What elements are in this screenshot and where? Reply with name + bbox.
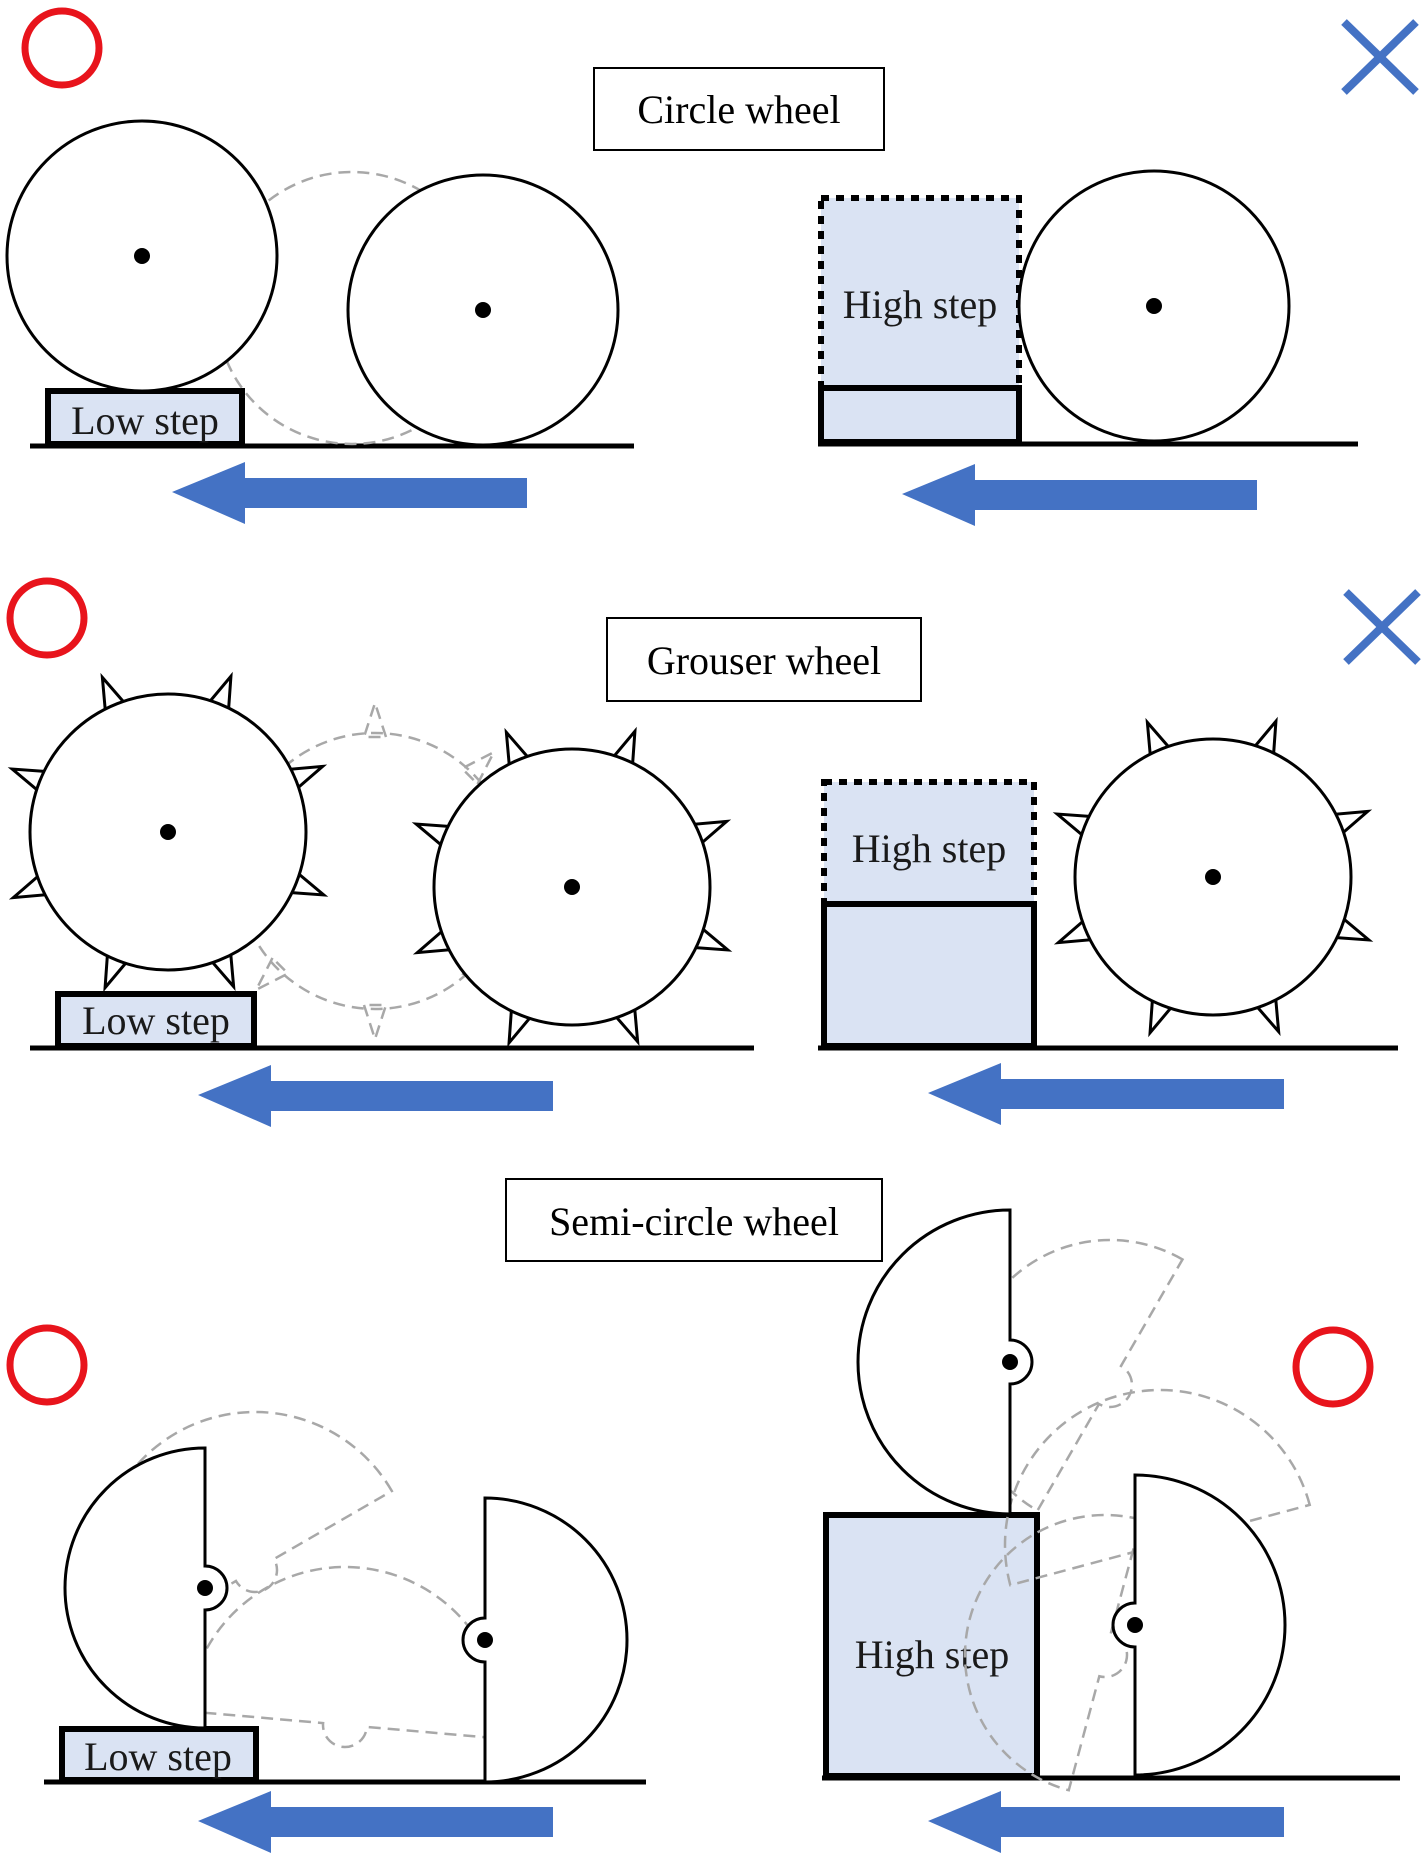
low-step-label: Low step — [82, 998, 230, 1043]
high-step-label: High step — [852, 826, 1006, 871]
hub-dot — [475, 302, 491, 318]
title-box — [593, 67, 885, 151]
semi-circle-body — [963, 1513, 1143, 1792]
semi-circle-body — [63, 1446, 229, 1730]
circle-wheel-section: Circle wheel Low step High step — [5, 7, 1419, 526]
grouser-wheel-approaching — [411, 726, 733, 1048]
ghost-semi-circle-wheel — [963, 1238, 1185, 1513]
semi-circle-body — [1111, 1473, 1287, 1777]
hub-dot — [564, 879, 580, 895]
ghost-semi-circle-wheel — [963, 1513, 1143, 1792]
hub-dot — [1146, 298, 1162, 314]
ok-circle-icon — [6, 1324, 88, 1406]
grouser-wheel-on-step — [7, 671, 329, 993]
grouser-spike — [362, 698, 388, 739]
grouser-spike — [253, 955, 291, 993]
low-step-box — [59, 1726, 259, 1783]
semi-circle-body — [186, 1565, 505, 1749]
left-arrow-icon — [928, 1791, 1284, 1853]
semi-circle-body — [856, 1208, 1034, 1516]
left-arrow-icon — [928, 1063, 1284, 1125]
hub-dot — [477, 1632, 493, 1648]
ghost-semi-circle-wheel — [186, 1565, 505, 1749]
ng-cross-icon — [1343, 589, 1421, 665]
high-step-label: High step — [843, 282, 997, 327]
low-step-box — [821, 901, 1037, 1049]
ng-cross-icon — [1341, 19, 1419, 95]
left-arrow-icon — [198, 1791, 553, 1853]
semi-circle-wheel-approaching — [461, 1496, 629, 1784]
grouser-spike — [362, 1003, 388, 1044]
left-arrow-icon — [902, 464, 1257, 526]
grouser-wheel-section: Grouser wheel Low step High step — [6, 577, 1421, 1127]
semi-circle-body — [461, 1496, 629, 1784]
low-step-label: Low step — [84, 1734, 232, 1779]
hub-dot — [197, 1580, 213, 1596]
grouser-spike — [459, 749, 497, 787]
high-step-box — [823, 1512, 1040, 1779]
left-arrow-icon — [172, 462, 527, 524]
title-box — [606, 617, 922, 702]
hub-dot — [1205, 869, 1221, 885]
high-step-label: High step — [855, 1632, 1009, 1677]
ok-circle-icon — [1292, 1326, 1374, 1408]
semi-circle-wheel-section: Semi-circle wheel Low step High step — [6, 1178, 1400, 1853]
semi-circle-body — [963, 1238, 1185, 1513]
ok-circle-icon — [6, 577, 88, 659]
low-step-label: Low step — [71, 398, 219, 443]
section-title: Circle wheel — [637, 87, 840, 132]
hub-dot — [160, 824, 176, 840]
section-title: Semi-circle wheel — [549, 1199, 839, 1244]
semi-circle-wheel-approaching — [1111, 1473, 1287, 1777]
hub-dot — [1127, 1617, 1143, 1633]
hub-dot — [1002, 1354, 1018, 1370]
section-title: Grouser wheel — [647, 638, 881, 683]
ok-circle-icon — [21, 7, 103, 89]
low-step-box — [818, 385, 1022, 445]
title-box — [505, 1178, 883, 1262]
hub-dot — [134, 248, 150, 264]
semi-circle-wheel-on-step — [63, 1446, 229, 1730]
semi-circle-wheel-on-high-step — [856, 1208, 1034, 1516]
grouser-wheel-blocked — [1052, 716, 1374, 1038]
left-arrow-icon — [198, 1065, 553, 1127]
low-step-box — [55, 991, 257, 1049]
